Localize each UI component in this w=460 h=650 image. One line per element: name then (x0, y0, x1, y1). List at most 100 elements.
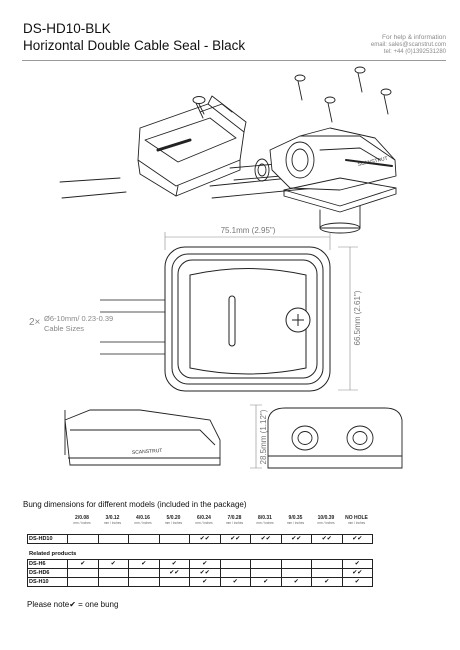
bung-cell: ✔ (128, 559, 160, 569)
bung-column-label: 7/0.28 (227, 515, 242, 521)
cable-range: Ø6-10mm/ 0.23-0.39 (44, 314, 114, 323)
bung-column-label: 5/0.20 (166, 515, 181, 521)
bung-cell: ✔✔ (189, 568, 221, 578)
bung-column-label: 6/0.24 (197, 515, 211, 521)
iso-seal-right (254, 127, 397, 191)
bung-column-label: 4/0.16 (136, 515, 150, 521)
bung-cell: ✔ (189, 559, 221, 569)
bung-cell (67, 568, 99, 578)
bung-cell (67, 534, 99, 544)
bung-cell (311, 568, 343, 578)
bung-cell (280, 559, 312, 569)
top-view (100, 246, 331, 392)
bung-cell: ✔ (311, 577, 343, 587)
bung-note: Please note✔ = one bung (27, 600, 119, 609)
iso-seal-left (137, 95, 247, 197)
bung-column-unit: mm / inches (134, 521, 152, 525)
bung-cell: ✔ (189, 577, 221, 587)
bung-cell (311, 559, 343, 569)
related-products-title: Related products (29, 551, 77, 557)
bung-cell (280, 568, 312, 578)
bung-cell: ✔ (280, 577, 312, 587)
bung-column-label: 10/0.39 (317, 515, 335, 521)
bung-cell (250, 559, 282, 569)
bung-cell (219, 568, 251, 578)
cable-sizes-label: Cable Sizes (44, 324, 85, 333)
bung-cell (97, 577, 129, 587)
bung-column-unit: mm / inches (103, 521, 122, 525)
iso-screw-left (192, 96, 206, 119)
product-name: Horizontal Double Cable Seal - Black (23, 38, 246, 53)
bung-column-unit: mm / inches (317, 521, 335, 525)
bung-cell (158, 534, 190, 544)
bung-cell: ✔ (250, 577, 282, 587)
bung-table-title: Bung dimensions for different models (in… (23, 500, 247, 509)
bung-cell: ✔✔ (341, 568, 373, 578)
iso-base-plate (283, 177, 397, 234)
bung-cell (97, 568, 129, 578)
technical-drawing: SCANSTRUT 75.1mm (2.95") 66.5mm (2.61") … (59, 66, 403, 469)
bung-column-unit: mm / inches (73, 521, 91, 525)
bung-cell (128, 577, 160, 587)
help-title: For help & information (382, 34, 446, 41)
table-row: DS-HD6✔✔✔✔✔✔ (27, 568, 373, 578)
bung-cell: ✔ (341, 559, 373, 569)
bung-column-unit: mm / inches (225, 521, 244, 525)
header-divider (22, 60, 446, 61)
bung-column-label: 3/0.12 (105, 515, 120, 521)
bung-cell (67, 577, 99, 587)
bung-cell: ✔ (97, 559, 129, 569)
row-model-name: DS-HD6 (27, 568, 68, 578)
bung-column-label: NO HOLE (345, 515, 368, 521)
table-row: DS-H6✔✔✔✔✔✔ (27, 559, 373, 569)
bung-cell: ✔✔ (189, 534, 221, 544)
bung-cell: ✔✔ (250, 534, 282, 544)
bung-table-related: DS-H6✔✔✔✔✔✔DS-HD6✔✔✔✔✔✔DS-H10✔✔✔✔✔✔ (27, 559, 373, 587)
title-block: DS-HD10-BLK Horizontal Double Cable Seal… (23, 20, 245, 54)
bung-cell: ✔ (67, 559, 99, 569)
bung-cell (97, 534, 129, 544)
iso-cable-left (59, 161, 316, 199)
width-dimension: 75.1mm (2.95") (221, 226, 276, 235)
bung-cell: ✔✔ (280, 534, 312, 544)
side-view (64, 409, 221, 466)
bung-column-unit: mm / inches (164, 521, 183, 525)
bung-table-main: DS-HD10✔✔✔✔✔✔✔✔✔✔✔✔ (27, 534, 373, 544)
table-row: DS-H10✔✔✔✔✔✔ (27, 577, 373, 587)
bung-column-label: 2/0.08 (75, 515, 89, 521)
bung-cell (128, 568, 160, 578)
bung-cell: ✔ (219, 577, 251, 587)
bung-cell: ✔✔ (219, 534, 251, 544)
bung-cell (128, 534, 160, 544)
help-email[interactable]: email: sales@scanstrut.com (370, 41, 446, 48)
cable-count: 2× (29, 317, 41, 328)
help-info: For help & information email: sales@scan… (371, 34, 446, 57)
help-phone[interactable]: tel: +44 (0)1392531280 (383, 49, 446, 55)
bung-cell (158, 577, 190, 587)
table-row: DS-HD10✔✔✔✔✔✔✔✔✔✔✔✔ (27, 534, 373, 544)
bung-cell (250, 568, 282, 578)
bung-cell (219, 559, 251, 569)
bung-column-unit: mm / inches (195, 521, 213, 525)
bung-column-unit: mm / inches (286, 521, 305, 525)
bung-column-label: 9/0.35 (288, 515, 303, 521)
bung-cell: ✔✔ (311, 534, 343, 544)
side-height-dimension: 28.5mm (1.12") (259, 409, 268, 464)
bung-cell: ✔✔ (158, 568, 190, 578)
row-model-name: DS-H10 (27, 577, 68, 587)
row-model-name: DS-H6 (27, 559, 68, 569)
iso-screws-right (294, 66, 392, 123)
side-brand-text: SCANSTRUT (132, 448, 163, 456)
product-code: DS-HD10-BLK (23, 21, 111, 36)
height-dimension: 66.5mm (2.61") (353, 290, 362, 345)
bung-column-unit: mm / inches (347, 521, 366, 525)
